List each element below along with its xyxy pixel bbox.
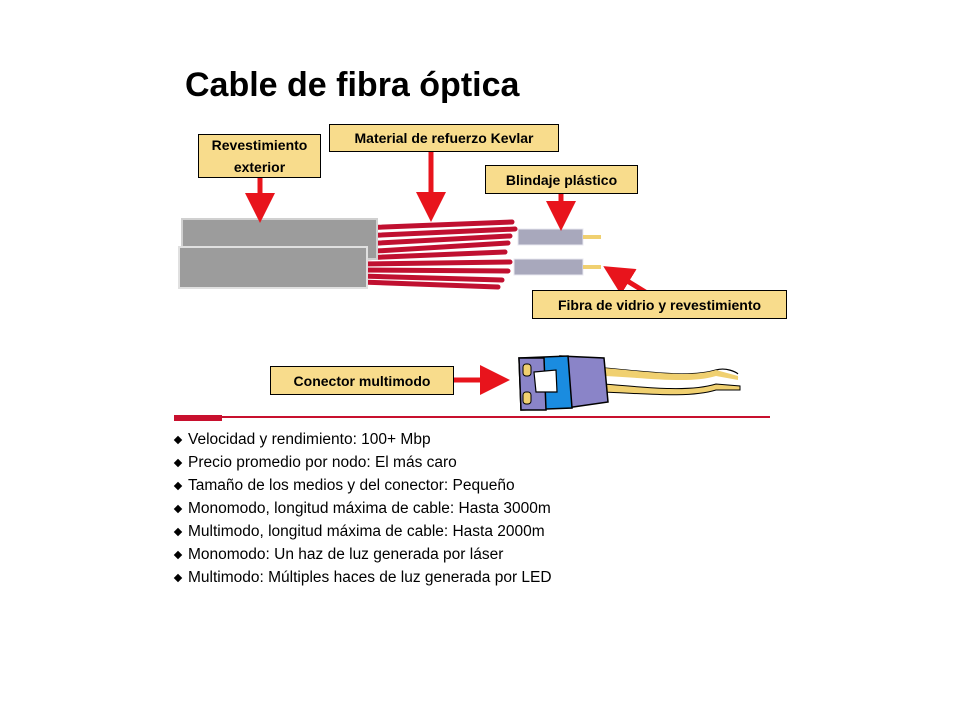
bullet-diamond-icon	[173, 435, 183, 445]
bullet-diamond-icon	[173, 504, 183, 514]
list-item: Velocidad y rendimiento: 100+ Mbp	[173, 428, 552, 451]
kevlar-strands	[357, 219, 518, 290]
list-item: Precio promedio por nodo: El más caro	[173, 451, 552, 474]
glass-fiber-lower	[583, 265, 601, 269]
plastic-shield-lower	[513, 258, 584, 276]
bullet-diamond-icon	[173, 527, 183, 537]
page-title: Cable de fibra óptica	[185, 66, 520, 104]
list-item: Multimodo: Múltiples haces de luz genera…	[173, 566, 552, 589]
glass-fiber-upper	[583, 235, 601, 239]
label-glass-fiber: Fibra de vidrio y revestimiento	[532, 290, 787, 319]
multimode-connector	[518, 355, 741, 411]
plastic-shield-upper	[517, 228, 584, 246]
bullet-diamond-icon	[173, 481, 183, 491]
list-item: Monomodo: Un haz de luz generada por lás…	[173, 543, 552, 566]
bullet-diamond-icon	[173, 550, 183, 560]
divider-accent	[174, 415, 222, 421]
label-outer-jacket: Revestimiento exterior	[198, 134, 321, 178]
outer-jacket-lower	[178, 246, 368, 289]
list-item: Monomodo, longitud máxima de cable: Hast…	[173, 497, 552, 520]
list-item: Tamaño de los medios y del conector: Peq…	[173, 474, 552, 497]
label-plastic-shield: Blindaje plástico	[485, 165, 638, 194]
label-connector: Conector multimodo	[270, 366, 454, 395]
feature-list: Velocidad y rendimiento: 100+ Mbp Precio…	[173, 428, 552, 589]
bullet-diamond-icon	[173, 458, 183, 468]
label-kevlar: Material de refuerzo Kevlar	[329, 124, 559, 152]
list-item: Multimodo, longitud máxima de cable: Has…	[173, 520, 552, 543]
bullet-diamond-icon	[173, 573, 183, 583]
